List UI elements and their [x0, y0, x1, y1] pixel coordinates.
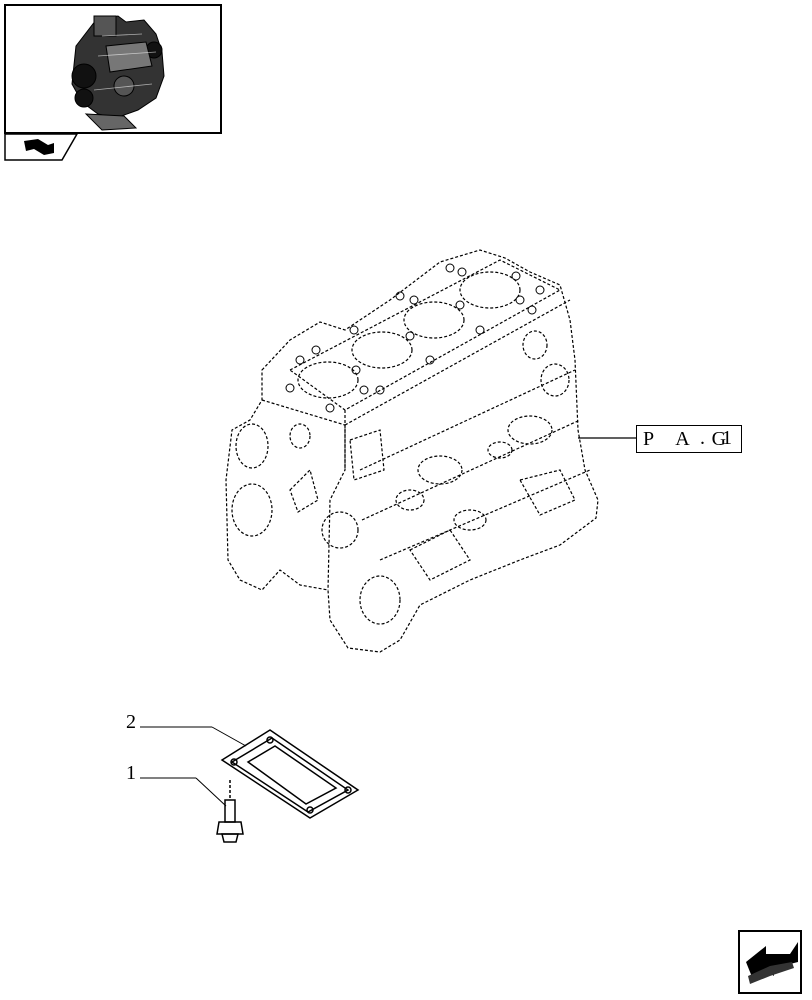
page-reference-number: . 1	[700, 427, 738, 449]
next-page-button[interactable]	[738, 930, 802, 994]
book-tab[interactable]	[4, 133, 79, 166]
callout-gasket-label[interactable]: 2	[126, 711, 136, 733]
callout-screw-label[interactable]: 1	[126, 762, 136, 784]
book-arrow-icon	[4, 133, 79, 161]
gasket-part	[220, 729, 360, 819]
next-page-arrow-icon	[746, 942, 798, 984]
engine-thumbnail[interactable]	[4, 4, 222, 134]
engine-thumbnail-icon	[71, 15, 165, 131]
page-reference-box[interactable]: P A G	[636, 425, 743, 453]
screw-part	[216, 780, 244, 843]
